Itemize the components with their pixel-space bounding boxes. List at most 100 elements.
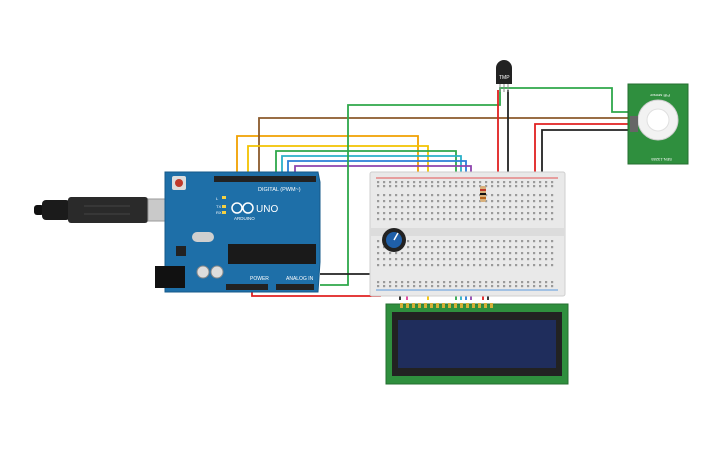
breadboard-hole xyxy=(497,252,500,255)
breadboard-hole xyxy=(437,258,440,261)
breadboard-hole xyxy=(551,285,554,288)
breadboard-hole xyxy=(425,258,428,261)
breadboard-hole xyxy=(509,206,512,209)
breadboard-hole xyxy=(449,264,452,267)
breadboard-hole xyxy=(389,252,392,255)
breadboard-hole xyxy=(539,206,542,209)
breadboard-hole xyxy=(545,218,548,221)
breadboard-hole xyxy=(425,194,428,197)
breadboard-hole xyxy=(407,258,410,261)
breadboard-hole xyxy=(455,281,458,284)
breadboard-hole xyxy=(491,206,494,209)
breadboard-hole xyxy=(413,264,416,267)
breadboard-hole xyxy=(467,212,470,215)
breadboard-hole xyxy=(503,194,506,197)
breadboard-hole xyxy=(503,181,506,184)
breadboard-hole xyxy=(503,281,506,284)
breadboard-hole xyxy=(527,240,530,243)
breadboard-hole xyxy=(515,218,518,221)
breadboard-hole xyxy=(527,281,530,284)
breadboard-hole xyxy=(491,281,494,284)
breadboard-hole xyxy=(503,218,506,221)
breadboard-hole xyxy=(473,252,476,255)
breadboard-hole xyxy=(461,252,464,255)
breadboard-hole xyxy=(491,218,494,221)
breadboard-hole xyxy=(527,194,530,197)
breadboard-hole xyxy=(551,281,554,284)
breadboard-hole xyxy=(389,194,392,197)
breadboard-hole xyxy=(539,285,542,288)
breadboard-hole xyxy=(545,181,548,184)
breadboard-hole xyxy=(413,285,416,288)
breadboard-hole xyxy=(533,218,536,221)
breadboard-hole xyxy=(497,240,500,243)
wire-green-2 xyxy=(320,87,628,286)
breadboard-hole xyxy=(401,264,404,267)
breadboard-hole xyxy=(485,218,488,221)
breadboard-hole xyxy=(395,258,398,261)
breadboard-hole xyxy=(551,258,554,261)
breadboard-hole xyxy=(431,181,434,184)
breadboard-hole xyxy=(443,281,446,284)
breadboard-hole xyxy=(503,206,506,209)
breadboard-hole xyxy=(455,246,458,249)
breadboard-hole xyxy=(413,181,416,184)
breadboard-hole xyxy=(521,258,524,261)
breadboard-hole xyxy=(515,281,518,284)
breadboard-hole xyxy=(497,200,500,203)
breadboard-hole xyxy=(497,212,500,215)
breadboard-hole xyxy=(521,264,524,267)
breadboard-hole xyxy=(401,194,404,197)
breadboard-hole xyxy=(551,200,554,203)
breadboard-hole xyxy=(419,285,422,288)
breadboard-hole xyxy=(521,200,524,203)
breadboard-hole xyxy=(383,185,386,188)
breadboard-hole xyxy=(407,206,410,209)
breadboard-hole xyxy=(539,281,542,284)
breadboard-hole xyxy=(515,240,518,243)
breadboard-hole xyxy=(389,264,392,267)
breadboard-hole xyxy=(527,246,530,249)
breadboard-hole xyxy=(551,218,554,221)
breadboard-hole xyxy=(509,258,512,261)
breadboard-hole xyxy=(413,240,416,243)
breadboard-hole xyxy=(401,206,404,209)
breadboard-hole xyxy=(425,281,428,284)
breadboard-hole xyxy=(449,252,452,255)
breadboard-hole xyxy=(497,285,500,288)
breadboard-hole xyxy=(551,264,554,267)
breadboard-hole xyxy=(479,212,482,215)
breadboard-hole xyxy=(407,200,410,203)
breadboard-hole xyxy=(467,185,470,188)
maker-label: ARDUINO xyxy=(234,216,255,221)
breadboard-hole xyxy=(413,200,416,203)
breadboard-hole xyxy=(509,194,512,197)
breadboard-hole xyxy=(431,240,434,243)
breadboard-hole xyxy=(389,258,392,261)
breadboard-hole xyxy=(479,181,482,184)
breadboard-hole xyxy=(515,264,518,267)
breadboard-hole xyxy=(377,285,380,288)
breadboard-hole xyxy=(383,194,386,197)
breadboard-hole xyxy=(461,246,464,249)
breadboard-hole xyxy=(527,206,530,209)
breadboard-hole xyxy=(443,258,446,261)
breadboard-hole xyxy=(395,185,398,188)
breadboard-hole xyxy=(539,258,542,261)
breadboard-hole xyxy=(407,240,410,243)
breadboard-hole xyxy=(545,194,548,197)
breadboard-hole xyxy=(449,281,452,284)
breadboard-hole xyxy=(491,258,494,261)
breadboard-hole xyxy=(401,181,404,184)
breadboard-hole xyxy=(545,264,548,267)
breadboard-hole xyxy=(437,285,440,288)
breadboard-hole xyxy=(509,200,512,203)
breadboard-hole xyxy=(455,212,458,215)
breadboard-hole xyxy=(545,212,548,215)
breadboard-hole xyxy=(503,264,506,267)
lcd-pin xyxy=(424,303,427,308)
breadboard-hole xyxy=(533,206,536,209)
potentiometer[interactable] xyxy=(382,228,406,252)
breadboard-hole xyxy=(509,218,512,221)
